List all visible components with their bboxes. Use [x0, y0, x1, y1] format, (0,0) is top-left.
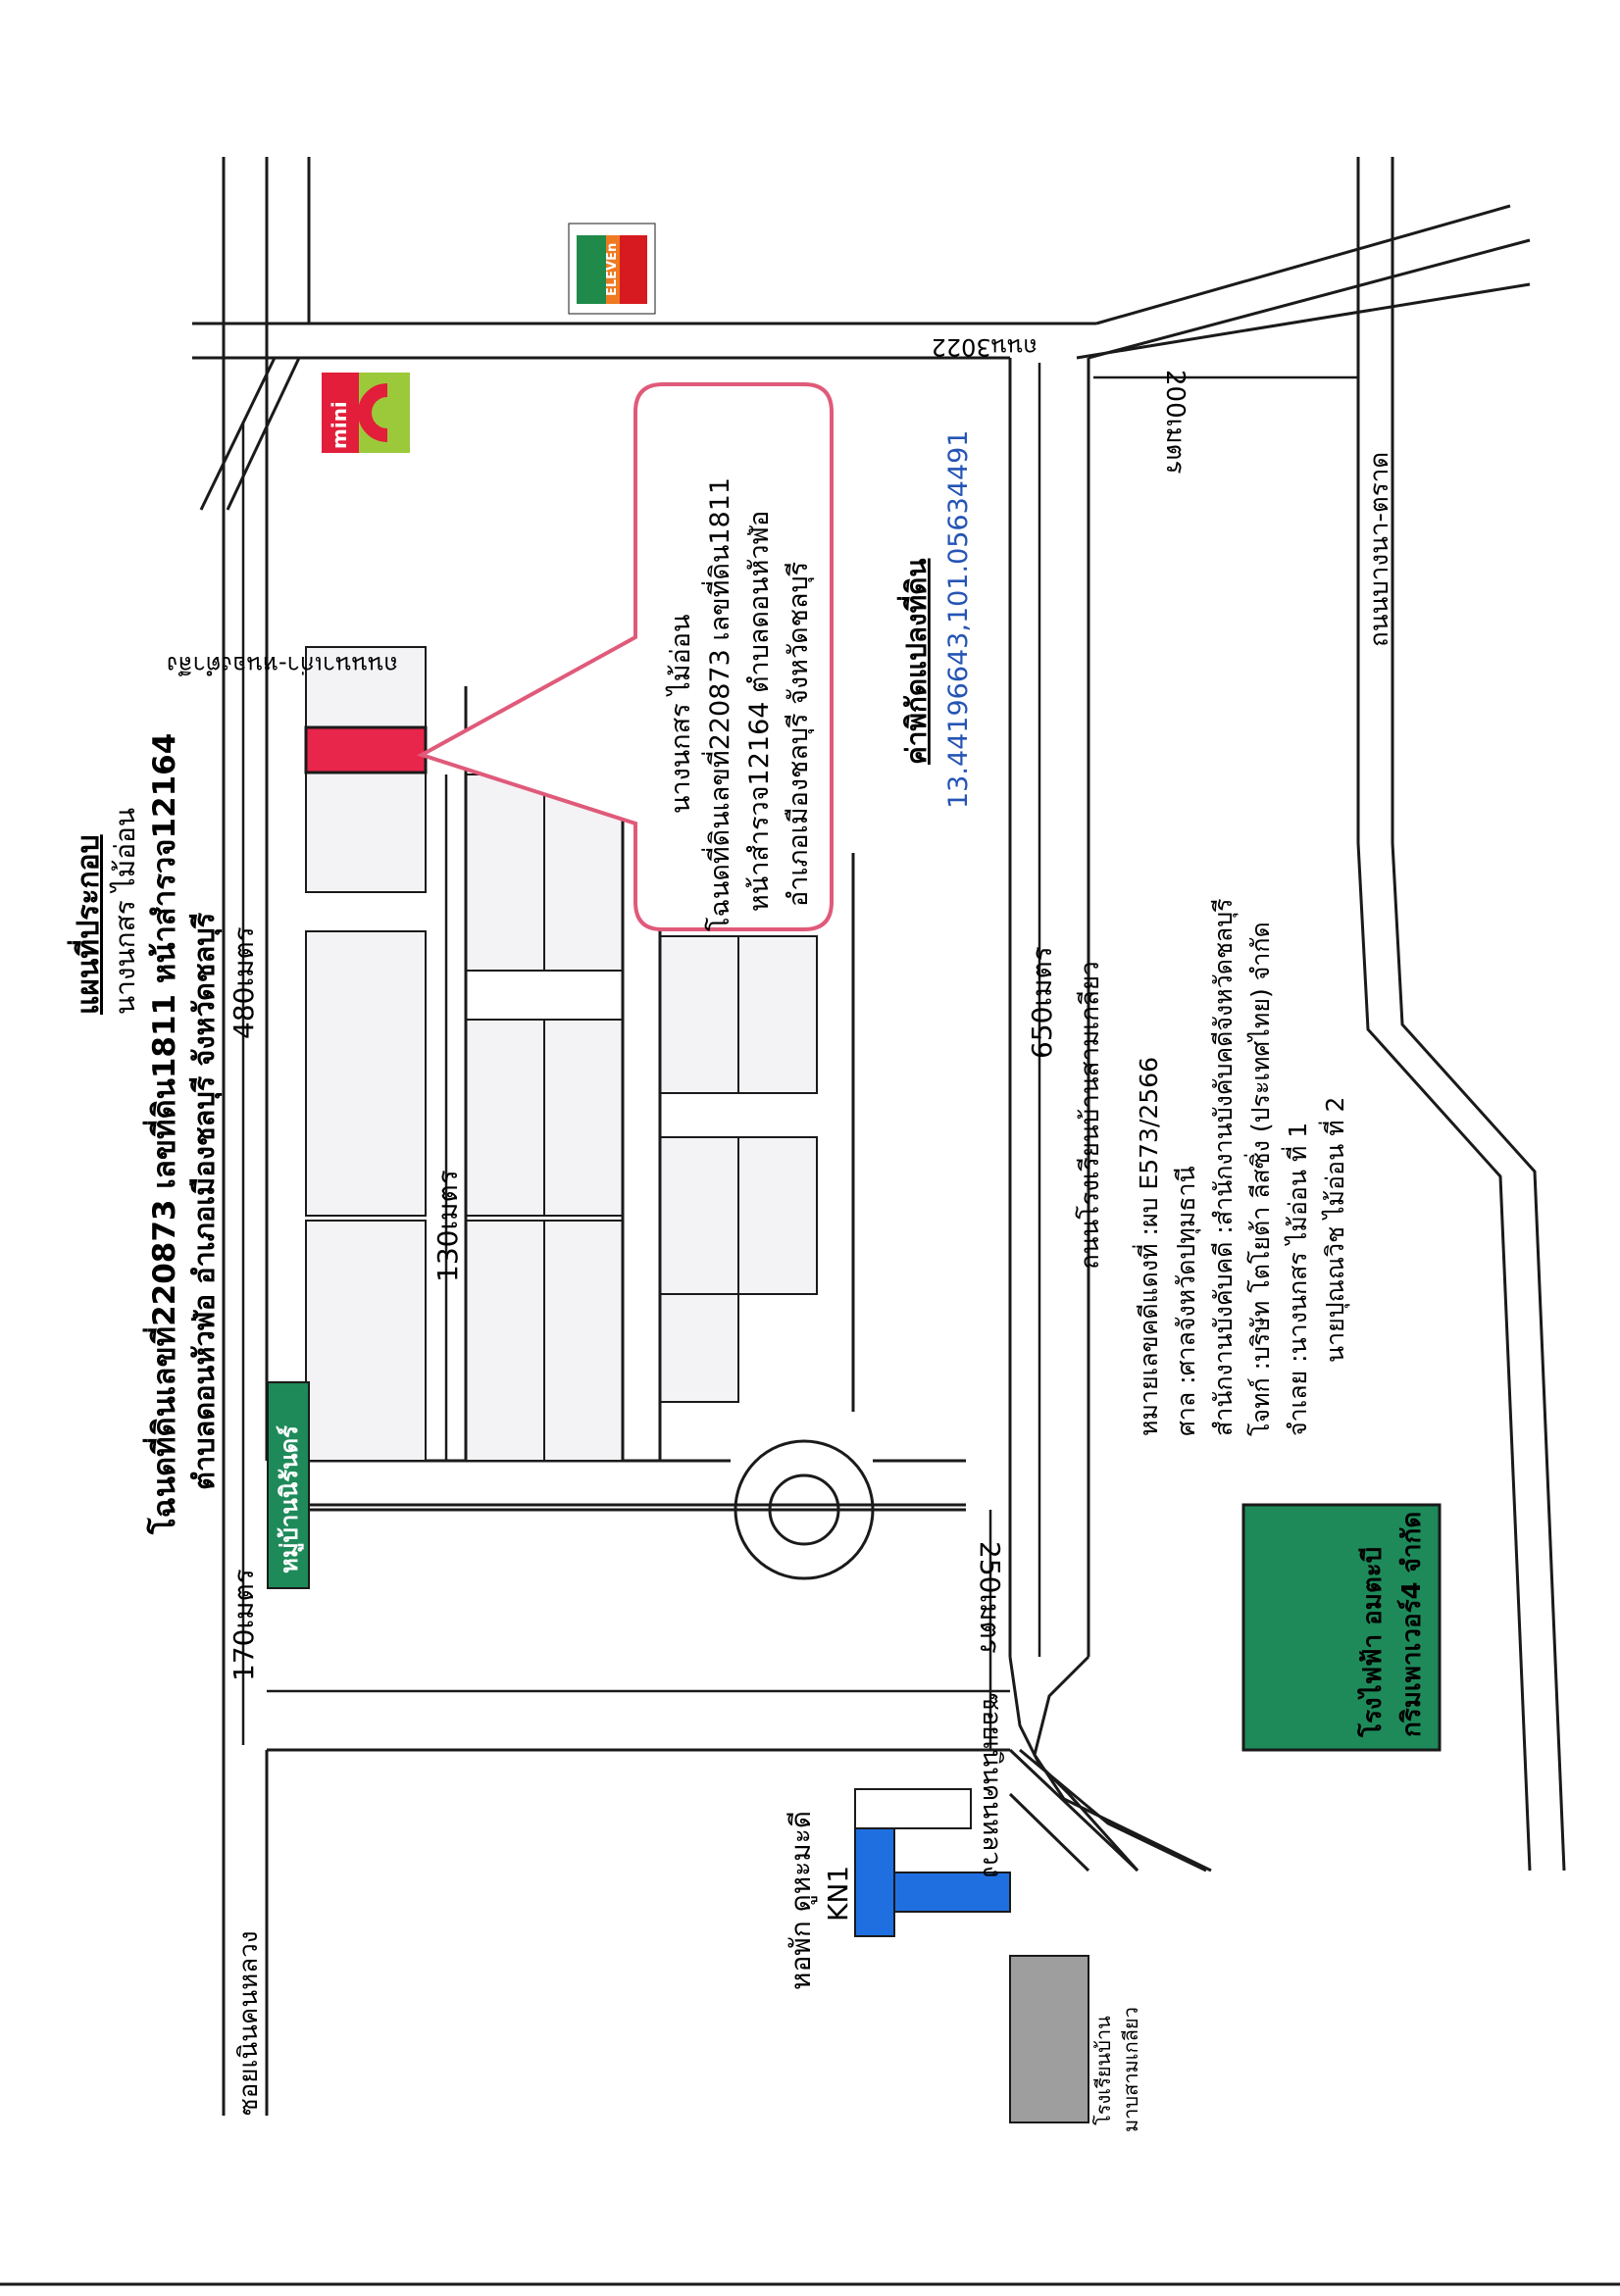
dorm-building: [854, 1788, 1011, 1937]
road-label-top: ถนนนาเก่า-หนองตำลึง: [167, 651, 398, 678]
mini-big-c-mini: mini: [328, 401, 351, 449]
dimension-arrows: [241, 363, 1358, 1750]
road-label-school: ถนนโรงเรียนบ้านสามเกลียว: [1075, 961, 1105, 1270]
road-label-soi-vertical: ซอยเนินคนหลวง: [977, 1693, 1006, 1877]
coordinates-label: ค่าพิกัดแปลงที่ดิน: [896, 559, 933, 765]
title-block: แผนที่ประกอบ นางนกสร ไม้อ่อน โฉนดที่ดินเ…: [67, 733, 222, 1535]
village-blocks: [305, 646, 818, 1462]
case-info-line2: ศาล :ศาลจังหวัดปทุมธานี: [1172, 1166, 1201, 1436]
dist-130: 130เมตร: [431, 1170, 464, 1282]
dist-650: 650เมตร: [1026, 946, 1058, 1059]
dorm-name: หอพัก ดูหะมะดี: [785, 1811, 818, 1990]
power-plant-line2: กริมเพาเวอร์4 จำกัด: [1396, 1512, 1427, 1737]
power-plant-box: [1241, 1503, 1442, 1752]
title-owner: นางนกสร ไม้อ่อน: [109, 808, 141, 1015]
road-lines-bottom: [1008, 1748, 1139, 1872]
dist-480: 480เมตร: [228, 926, 260, 1039]
school-label-2: มาบสามเกลียว: [1119, 2007, 1142, 2132]
callout: [416, 382, 834, 931]
title-heading: แผนที่ประกอบ: [67, 834, 106, 1015]
dorm-code: KN1: [822, 1866, 854, 1922]
callout-line4: อำเภอเมืองชลบุรี จังหวัดชลบุรี: [784, 562, 815, 907]
callout-text: นางนกสร ไม้อ่อน โฉนดที่ดินเลขที่220873 เ…: [666, 477, 815, 931]
internal-roads: [267, 686, 966, 1512]
school-box: [1009, 1955, 1089, 2123]
mini-big-c-logo: [322, 373, 410, 453]
case-info-line5: จำเลย :นางนกสร ไม้อ่อน ที่ 1: [1281, 1123, 1312, 1436]
title-location: ตำบลดอนหัวฬ่อ อำเภอเมืองชลบุรี จังหวัดชล…: [187, 912, 222, 1490]
case-info: หมายเลขคดีแดงที่ :ผบ E573/2566 ศาล :ศาลจ…: [1132, 898, 1350, 1436]
target-plot: [304, 725, 428, 774]
callout-line1: นางนกสร ไม้อ่อน: [666, 615, 696, 814]
seven-eleven-logo: [568, 223, 656, 315]
case-info-line3: สำนักงานบังคับคดี :สำนักงานบังคับคดีจังห…: [1209, 898, 1239, 1436]
callout-line3: หน้าสำรวจ12164 ตำบลดอนหัวฬ่อ: [744, 511, 775, 912]
case-info-line6: นายปุณณวิช ไม้อ่อน ที่ 2: [1318, 1097, 1350, 1363]
power-plant-line1: โรงไฟฟ้า อมตะบี: [1356, 1547, 1388, 1738]
title-deed: โฉนดที่ดินเลขที่220873 เลขที่ดิน1811 หน้…: [142, 733, 182, 1535]
school-label-1: โรงเรียนบ้าน: [1091, 2016, 1115, 2125]
road-label-bangna: ถนนบางนา-ตราด: [1365, 452, 1394, 647]
dist-200: 200เมตร: [1160, 370, 1190, 474]
village-label: หมู่บ้านนิรันดร์: [276, 1425, 304, 1573]
road-label-3022: ถนน3022: [932, 333, 1038, 361]
dist-170: 170เมตร: [228, 1569, 260, 1681]
village-box: [267, 1381, 310, 1589]
coordinates-value: 13.44196643,101.05634491: [943, 430, 974, 810]
callout-line2: โฉนดที่ดินเลขที่220873 เลขที่ดิน1811: [701, 477, 735, 931]
case-info-line1: หมายเลขคดีแดงที่ :ผบ E573/2566: [1132, 1057, 1163, 1436]
road-label-soi-north: ซอยเนินคนหลวง: [234, 1931, 264, 2116]
case-info-line4: โจทก์ :บริษัท โตโยต้า ลีสซิ่ง (ประเทศไทย…: [1243, 922, 1275, 1436]
seven-eleven-text: ELEVEn: [605, 243, 620, 296]
road-lines: [192, 157, 1566, 2116]
dist-250: 250เมตร: [974, 1541, 1006, 1654]
